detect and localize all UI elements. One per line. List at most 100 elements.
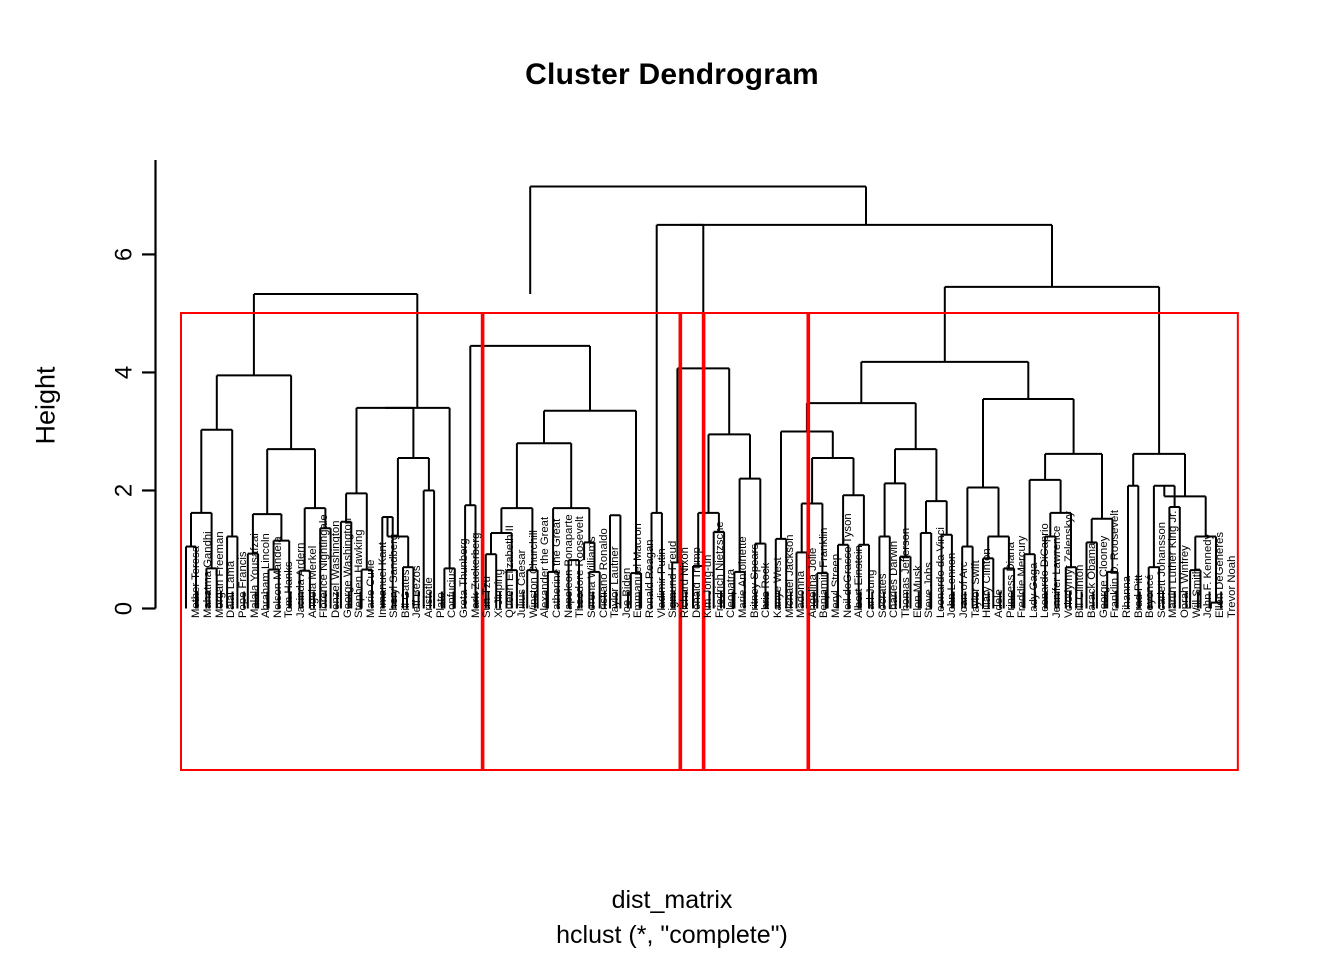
leaf-label: Friedrich Nietzsche <box>713 520 726 618</box>
leaf-label: Immanuel Kant <box>376 541 389 618</box>
leaf-label: Leonardo da Vinci <box>934 526 947 618</box>
leaf-label: Michael Jackson <box>783 533 796 618</box>
leaf-label: Marie Antoinette <box>737 535 750 618</box>
leaf-label: Thomas Jefferson <box>899 527 912 618</box>
leaf-label: Barack Obama <box>1086 542 1099 618</box>
leaf-label: Queen Elizabeth II <box>504 524 517 618</box>
leaf-label: Plato <box>434 591 447 618</box>
method-label: hclust (*, "complete") <box>556 921 788 949</box>
leaf-label: Taylor Swift <box>969 559 982 618</box>
leaf-label: Catherine the Great <box>550 518 563 618</box>
leaf-label: Cristiano Ronaldo <box>597 527 610 618</box>
y-tick-label: 6 <box>111 248 138 261</box>
leaf-label: Jacinda Ardern <box>295 542 308 618</box>
leaf-label: George Clooney <box>1097 535 1110 618</box>
leaf-label: John F. Kennedy <box>1202 533 1215 618</box>
leaf-label: Napoleon Bonaparte <box>562 513 575 618</box>
leaf-label: Elon Musk <box>911 564 924 618</box>
leaf-label: Donald Trump <box>690 546 703 618</box>
leaf-label: Britney Spears <box>748 543 761 618</box>
leaf-label: Volodymyr Zelenskyy <box>1062 510 1075 618</box>
leaf-label: Hillary Clinton <box>981 547 994 618</box>
leaf-label: Will Smith <box>1190 567 1203 618</box>
leaf-label: Ronald Reagan <box>644 538 657 618</box>
leaf-label: Kanye West <box>771 556 784 618</box>
leaf-label: Julius Caesar <box>516 549 529 618</box>
y-axis: 0 2 4 6 <box>111 160 157 615</box>
leaf-label: Neil deGrasse Tyson <box>841 512 854 618</box>
leaf-label: Nelson Mandela <box>271 535 284 618</box>
leaf-label: Bill Clinton <box>1074 564 1087 618</box>
leaf-label: Ellen DeGeneres <box>1213 531 1226 618</box>
leaf-label: Theodore Roosevelt <box>574 515 587 618</box>
cluster-rect <box>680 312 704 771</box>
leaf-label: Chris Rock <box>760 562 773 618</box>
leaf-label: Mahatma Gandhi <box>202 530 215 618</box>
leaf-label: Joe Biden <box>620 567 633 618</box>
leaf-label: Benjamin Franklin <box>818 527 831 618</box>
leaf-label: Mark Zuckerberg <box>469 532 482 618</box>
leaf-label: Scarlett Johansson <box>1155 521 1168 618</box>
leaf-label: Marie Curie <box>364 559 377 618</box>
leaf-label: Confucius <box>446 567 459 618</box>
leaf-label: Aristotle <box>423 576 436 618</box>
leaf-label: Vladimir Putin <box>655 547 668 618</box>
leaf-label: Trevor Noah <box>1225 555 1238 618</box>
leaf-label: Alexander the Great <box>539 516 552 618</box>
leaf-label: John Lennon <box>946 552 959 618</box>
cluster-rect <box>482 312 681 771</box>
leaf-label: Socrates <box>876 572 889 618</box>
leaf-label: Oprah Winfrey <box>1179 544 1192 618</box>
leaf-label: Kim Jong-un <box>702 554 715 618</box>
leaf-label: Abraham Lincoln <box>260 532 273 618</box>
leaf-label: Winston Churchill <box>527 529 540 618</box>
cluster-rectangles <box>180 312 1239 771</box>
leaf-label: Sigmund Freud <box>667 540 680 618</box>
y-tick-label: 0 <box>111 602 138 615</box>
y-tick-label: 2 <box>111 484 138 497</box>
leaf-label: Stephen Hawking <box>353 528 366 618</box>
leaf-label: Emmanuel Macron <box>632 522 645 618</box>
leaf-label: Xi Jinping <box>492 568 505 618</box>
cluster-rect <box>808 312 1239 771</box>
leaf-label: Martin Luther King Jr. <box>1167 510 1180 618</box>
leaf-label: Dalai Lama <box>225 560 238 618</box>
leaf-label: Brad Pitt <box>1132 574 1145 618</box>
leaf-label: Morgan Freeman <box>213 530 226 618</box>
leaf-label: Freddie Mercury <box>1016 535 1029 618</box>
leaf-label: Albert Einstein <box>853 544 866 618</box>
leaf-label: Meryl Streep <box>830 553 843 618</box>
leaf-label: Denzel Washington <box>329 519 342 618</box>
leaf-label: Adele <box>992 588 1005 618</box>
cluster-rect <box>180 312 483 771</box>
leaf-label: Jennifer Lawrence <box>1051 525 1064 618</box>
leaf-label: Richard Nixon <box>678 546 691 618</box>
leaf-label: Charles Darwin <box>888 540 901 618</box>
leaf-label: Madonna <box>795 570 808 618</box>
leaf-label: Beyoncé <box>1144 573 1157 618</box>
leaf-label: Bill Gates <box>399 569 412 618</box>
dendrogram-links <box>185 185 1223 609</box>
leaf-label: George Washington <box>341 517 354 618</box>
leaf-label: Sun Tzu <box>481 575 494 618</box>
leaf-label: Rihanna <box>1120 575 1133 618</box>
leaf-label: Serena Williams <box>585 535 598 618</box>
leaf-label: Joan of Arc <box>958 560 971 618</box>
leaf-label: Cleopatra <box>725 568 738 618</box>
leaf-label: Malala Yousafzai <box>248 532 261 618</box>
leaf-label: Steve Jobs <box>923 561 936 618</box>
leaf-label: Greta Thunberg <box>457 537 470 618</box>
leaf-label: Florence Nightingale <box>318 513 331 618</box>
leaf-label: Princess Diana <box>1004 541 1017 618</box>
x-axis-label: dist_matrix <box>611 886 733 914</box>
leaf-label: Pope Francis <box>236 550 249 618</box>
leaf-stems <box>185 591 1223 609</box>
page-title: Cluster Dendrogram <box>525 58 819 91</box>
leaf-label: Angela Merkel <box>306 545 319 618</box>
y-tick-label: 4 <box>111 366 138 379</box>
leaf-label: Leonardo DiCaprio <box>1039 522 1052 618</box>
cluster-rect <box>703 312 809 771</box>
leaf-label: Taylor Lautner <box>609 545 622 618</box>
